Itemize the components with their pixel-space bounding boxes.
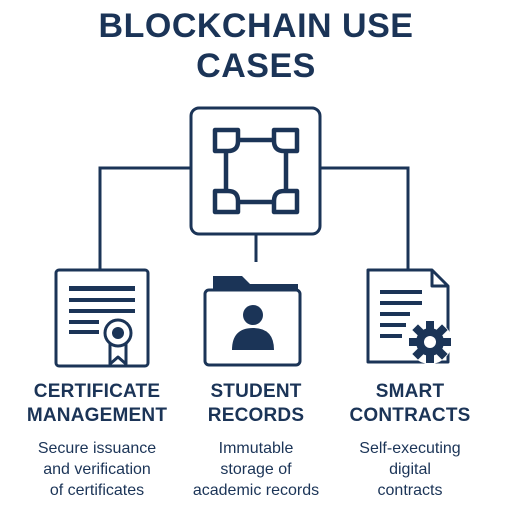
- smart-contract-gear-icon: [366, 268, 452, 364]
- case-desc-line3: academic records: [192, 482, 320, 499]
- case-title-line1: CERTIFICATE: [33, 381, 161, 402]
- case-title-line2: MANAGEMENT: [26, 405, 168, 426]
- page-title-line2: CASES: [196, 47, 316, 85]
- case-desc-line3: contracts: [377, 482, 443, 499]
- case-desc-line2: digital: [389, 461, 431, 478]
- case-smart-contracts: SMART CONTRACTS Self-executing digital c…: [325, 380, 495, 501]
- case-desc-line2: and verification: [43, 461, 151, 478]
- case-title-line2: RECORDS: [207, 405, 305, 426]
- page-title-line1: BLOCKCHAIN USE: [98, 7, 414, 45]
- case-title-line1: SMART: [375, 381, 445, 402]
- connector-lines: [98, 166, 410, 270]
- certificate-icon: [54, 268, 150, 368]
- case-desc-line3: of certificates: [49, 482, 145, 499]
- blockchain-chain-icon: [189, 106, 322, 236]
- case-desc-line1: Self-executing: [359, 440, 461, 457]
- student-folder-icon: [203, 276, 302, 367]
- case-title-line1: STUDENT: [210, 381, 302, 402]
- case-desc-line2: storage of: [220, 461, 292, 478]
- case-desc-line1: Secure issuance: [37, 440, 157, 457]
- case-certificate-management: CERTIFICATE MANAGEMENT Secure issuance a…: [12, 380, 182, 501]
- case-desc-line1: Immutable: [218, 440, 294, 457]
- case-student-records: STUDENT RECORDS Immutable storage of aca…: [171, 380, 341, 501]
- case-title-line2: CONTRACTS: [349, 405, 471, 426]
